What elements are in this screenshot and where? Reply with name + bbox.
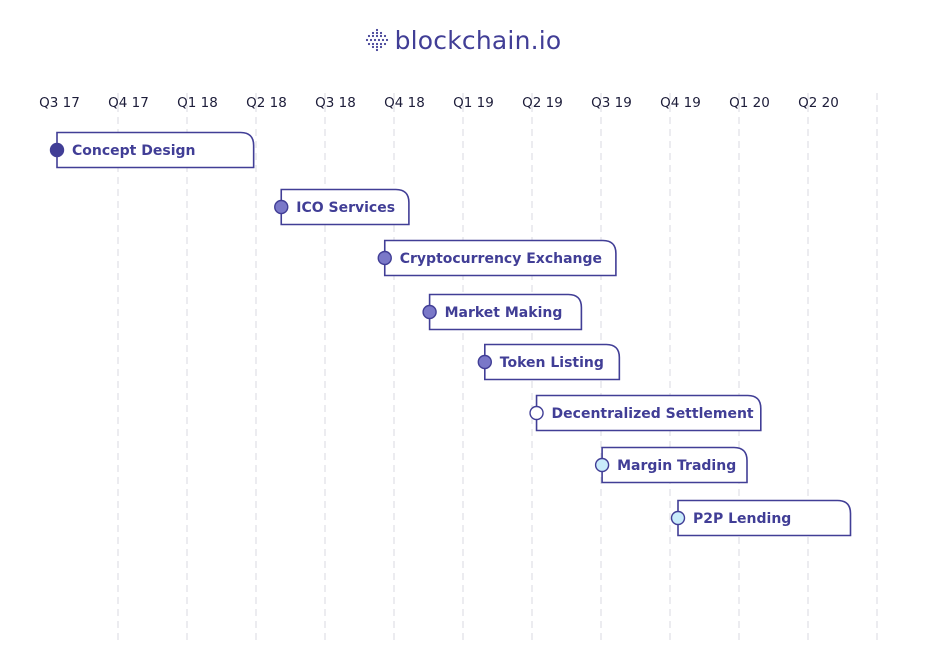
task-bar: Cryptocurrency Exchange [377, 239, 617, 277]
task-bar: ICO Services [274, 188, 410, 226]
grid-lines [117, 93, 878, 643]
task-label: Token Listing [500, 355, 604, 371]
task-marker [274, 199, 289, 215]
task-bar: P2P Lending [670, 499, 852, 537]
task-marker [477, 354, 492, 370]
x-axis-ticks: Q3 17 Q4 17 Q1 18 Q2 18 Q3 18 Q4 18 Q1 19 Q2 19… [39, 95, 839, 111]
x-tick-label: Q4 19 [660, 95, 701, 111]
task-bar-shape [484, 343, 621, 381]
x-tick-label: Q1 20 [729, 95, 770, 111]
x-tick-label: Q3 17 [39, 95, 80, 111]
brand-logo: blockchain.io [0, 22, 926, 58]
task-label: ICO Services [296, 200, 395, 216]
x-tick-label: Q3 18 [315, 95, 356, 111]
task-bar-shape [535, 394, 762, 432]
task-bar-shape [56, 131, 255, 169]
task-bar: Market Making [422, 293, 583, 331]
task-bar-shape [428, 293, 583, 331]
task-marker [49, 142, 65, 158]
blockchain-dots-icon [365, 28, 388, 52]
task-label: Margin Trading [617, 458, 736, 474]
x-tick-label: Q4 18 [384, 95, 425, 111]
task-bar-shape [383, 239, 617, 277]
x-tick-label: Q4 17 [108, 95, 149, 111]
x-tick-label: Q1 18 [177, 95, 218, 111]
task-marker [670, 510, 686, 526]
brand-name: blockchain.io [394, 25, 562, 55]
task-bar-shape [601, 446, 748, 484]
x-tick-label: Q3 19 [591, 95, 632, 111]
x-tick-label: Q2 18 [246, 95, 287, 111]
task-bar-shape [677, 499, 852, 537]
x-tick-label: Q2 20 [798, 95, 839, 111]
x-tick-label: Q2 19 [522, 95, 563, 111]
task-marker [529, 405, 544, 421]
task-marker [377, 250, 392, 266]
task-label: Concept Design [72, 143, 195, 159]
task-bar: Margin Trading [594, 446, 748, 484]
x-tick-label: Q1 19 [453, 95, 494, 111]
task-label: Cryptocurrency Exchange [400, 251, 602, 267]
task-marker [594, 457, 610, 473]
task-label: P2P Lending [693, 511, 791, 527]
task-bar: Token Listing [477, 343, 621, 381]
task-label: Decentralized Settlement [552, 406, 754, 422]
task-bar: Decentralized Settlement [529, 394, 762, 432]
task-label: Market Making [445, 305, 563, 321]
task-bar: Concept Design [49, 131, 255, 169]
task-marker [422, 304, 437, 320]
task-bar-shape [280, 188, 410, 226]
